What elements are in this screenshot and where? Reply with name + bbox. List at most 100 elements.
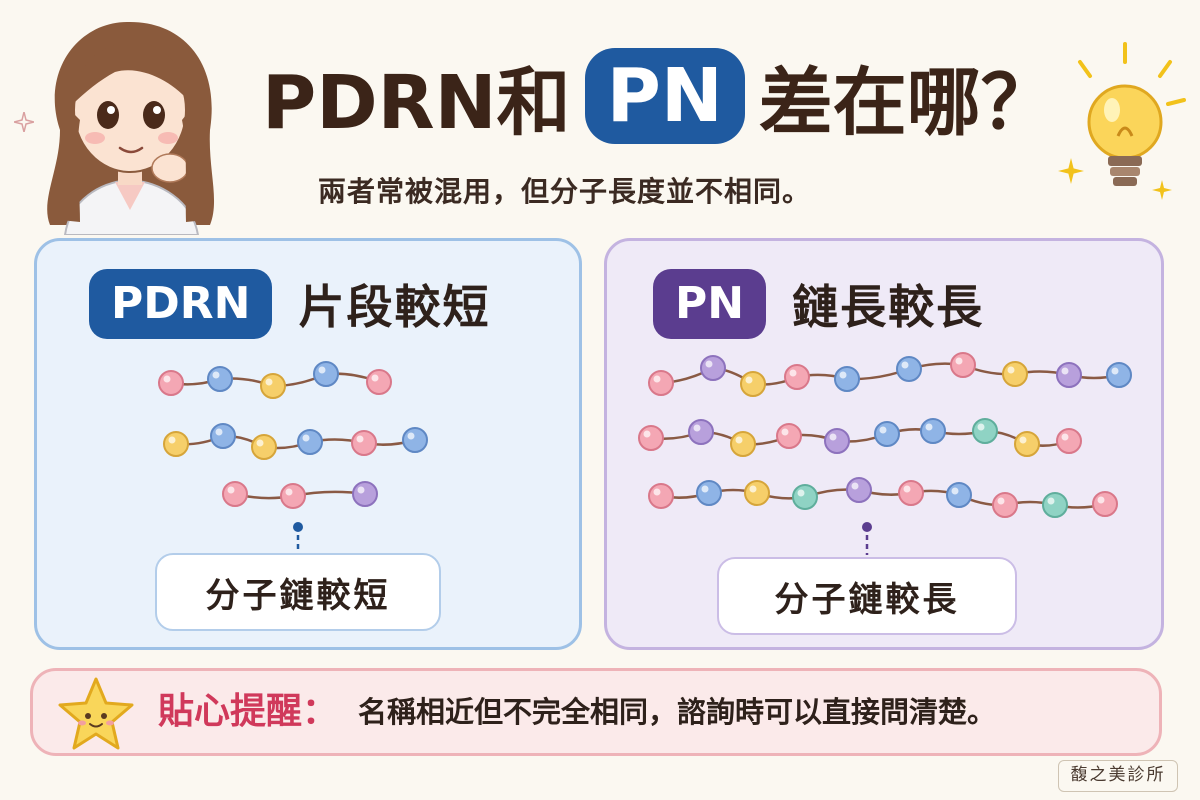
- chain-bead: [260, 373, 286, 399]
- chain-bead: [688, 419, 714, 445]
- bead-highlight: [1061, 367, 1069, 375]
- lightbulb-icon: [1078, 42, 1186, 186]
- chain-bead: [898, 480, 924, 506]
- sparkle-icon: [1152, 180, 1172, 200]
- chain-bead: [696, 480, 722, 506]
- chain-bead: [648, 483, 674, 509]
- pn-panel-header: PN 鏈長較長: [653, 269, 984, 339]
- bead-highlight: [997, 497, 1005, 505]
- bead-highlight: [797, 489, 805, 497]
- bead-highlight: [705, 360, 713, 368]
- pdrn-connector-dot: [293, 522, 303, 532]
- pdrn-chain-1: [158, 361, 392, 399]
- chain-bead: [784, 364, 810, 390]
- chain-bead: [210, 423, 236, 449]
- chain-bead: [792, 484, 818, 510]
- chain-bead: [280, 483, 306, 509]
- chain-bead: [222, 481, 248, 507]
- bead-highlight: [168, 436, 176, 444]
- bead-highlight: [735, 436, 743, 444]
- chain-bead: [824, 428, 850, 454]
- bead-highlight: [749, 485, 757, 493]
- chain-bead: [1014, 431, 1040, 457]
- pn-panel: PN 鏈長較長 分子鏈較長: [604, 238, 1164, 650]
- bead-highlight: [212, 371, 220, 379]
- chain-bond: [660, 488, 1106, 509]
- bead-highlight: [318, 366, 326, 374]
- pn-label-box: 分子鏈較長: [717, 557, 1017, 635]
- chain-bead: [1106, 362, 1132, 388]
- chain-bead: [1092, 491, 1118, 517]
- pn-heading: 鏈長較長: [792, 280, 985, 334]
- pn-connector-dot: [862, 522, 872, 532]
- chain-bead: [313, 361, 339, 387]
- pdrn-panel-header: PDRN 片段較短: [89, 269, 490, 339]
- bead-highlight: [781, 428, 789, 436]
- bead-highlight: [879, 426, 887, 434]
- bead-highlight: [745, 376, 753, 384]
- chain-bead: [366, 369, 392, 395]
- chain-bead: [163, 431, 189, 457]
- bead-highlight: [789, 369, 797, 377]
- bead-highlight: [951, 487, 959, 495]
- pdrn-panel: PDRN 片段較短 分子鏈較短: [34, 238, 582, 650]
- bead-highlight: [839, 371, 847, 379]
- pdrn-heading: 片段較短: [298, 280, 491, 334]
- bead-highlight: [955, 357, 963, 365]
- bead-highlight: [977, 423, 985, 431]
- bead-highlight: [215, 428, 223, 436]
- pdrn-tag: PDRN: [89, 269, 273, 339]
- bead-highlight: [356, 435, 364, 443]
- bead-highlight: [371, 374, 379, 382]
- bead-highlight: [302, 434, 310, 442]
- chain-bead: [402, 427, 428, 453]
- chain-bead: [744, 480, 770, 506]
- pdrn-chain-2: [163, 423, 428, 460]
- bead-highlight: [265, 378, 273, 386]
- chain-bead: [972, 418, 998, 444]
- pn-tag: PN: [653, 269, 767, 339]
- pdrn-chain-3: [222, 481, 378, 509]
- sparkle-icon: [14, 112, 34, 132]
- bead-highlight: [903, 485, 911, 493]
- pdrn-molecule-chains: [158, 361, 428, 551]
- chain-bead: [740, 371, 766, 397]
- chain-bead: [638, 425, 664, 451]
- pn-chain-2: [638, 418, 1082, 457]
- tip-bar: [30, 668, 1162, 756]
- chain-bead: [1042, 492, 1068, 518]
- chain-bead: [950, 352, 976, 378]
- sparkle-icon: [1058, 158, 1084, 184]
- chain-bead: [1002, 361, 1028, 387]
- bead-highlight: [285, 488, 293, 496]
- bead-highlight: [925, 423, 933, 431]
- bead-highlight: [829, 433, 837, 441]
- pdrn-label-box: 分子鏈較短: [155, 553, 441, 631]
- chain-bead: [648, 370, 674, 396]
- bead-highlight: [1007, 366, 1015, 374]
- chain-bead: [946, 482, 972, 508]
- chain-bond: [650, 428, 1070, 447]
- pn-chain-1: [648, 352, 1132, 397]
- bead-highlight: [653, 488, 661, 496]
- chain-bead: [1056, 428, 1082, 454]
- bead-highlight: [407, 432, 415, 440]
- star-face-icon: [58, 677, 134, 750]
- chain-bead: [776, 423, 802, 449]
- title-prefix: PDRN和: [262, 59, 571, 146]
- chain-bond: [660, 362, 1120, 386]
- bead-highlight: [1111, 367, 1119, 375]
- bead-highlight: [1061, 433, 1069, 441]
- doctor-avatar: [47, 21, 215, 235]
- bead-highlight: [1047, 497, 1055, 505]
- chain-bead: [1056, 362, 1082, 388]
- tip-text: 名稱相近但不完全相同，諮詢時可以直接問清楚。: [358, 695, 997, 729]
- subtitle: 兩者常被混用，但分子長度並不相同。: [318, 175, 812, 208]
- bead-highlight: [693, 424, 701, 432]
- chain-bead: [834, 366, 860, 392]
- bead-highlight: [227, 486, 235, 494]
- bead-highlight: [1019, 436, 1027, 444]
- bead-highlight: [256, 439, 264, 447]
- chain-bead: [207, 366, 233, 392]
- page-title: PDRN和 PN 差在哪？: [262, 44, 1055, 148]
